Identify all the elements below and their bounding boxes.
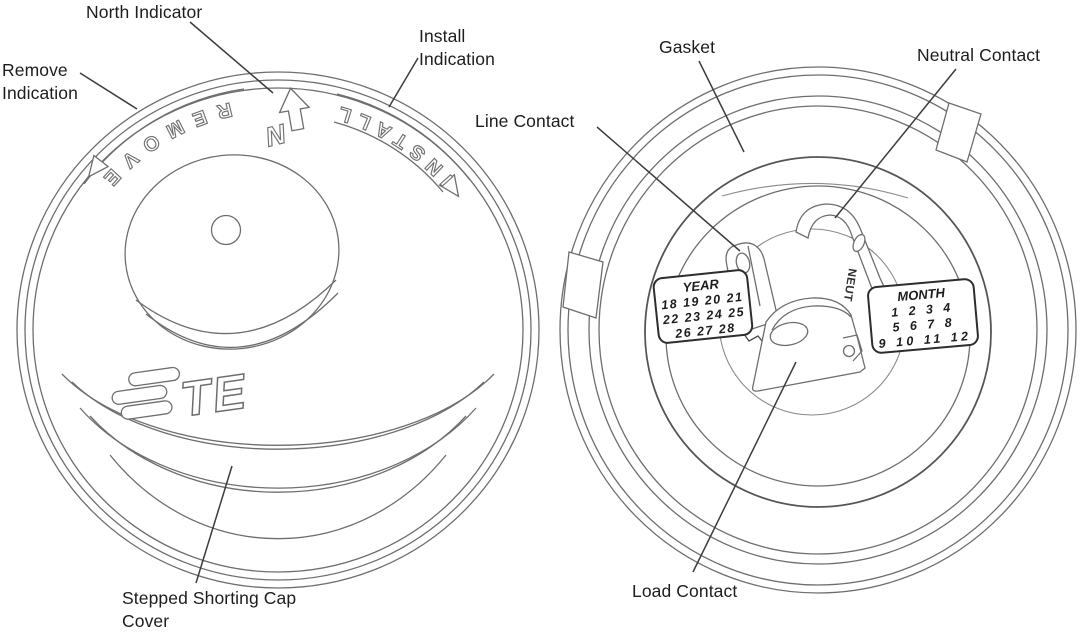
bowl-shading-arc bbox=[721, 182, 909, 199]
install-arc-marking: INSTALL bbox=[333, 93, 471, 198]
step-rings bbox=[61, 373, 495, 540]
gasket-ring-inner bbox=[598, 105, 1038, 555]
leader-load-contact bbox=[692, 361, 797, 573]
left-cap-drawing: REMOVE INSTALL N TE bbox=[16, 71, 540, 589]
year-table: YEAR 18 19 20 21 22 23 24 25 26 27 28 bbox=[652, 269, 754, 344]
remove-marking-text: REMOVE bbox=[99, 97, 235, 189]
north-arrow-icon bbox=[278, 87, 311, 132]
neutral-contact-hole bbox=[852, 233, 866, 253]
leader-gasket bbox=[698, 60, 745, 153]
underside-outer-rim bbox=[559, 66, 1077, 594]
remove-direction-arrow bbox=[87, 154, 110, 179]
leader-install-indication bbox=[388, 57, 419, 108]
dome-skirt-arc bbox=[135, 279, 337, 335]
leader-north-indicator bbox=[189, 21, 274, 94]
label-line-contact: Line Contact bbox=[475, 111, 575, 131]
month-table: MONTH 1 2 3 4 5 6 7 8 9 10 11 12 bbox=[867, 278, 979, 354]
underside-rim-line-2 bbox=[567, 74, 1069, 586]
label-remove-indication: Remove Indication bbox=[2, 60, 78, 103]
leader-remove-indication bbox=[79, 72, 138, 110]
neut-stamp-text: NEUT bbox=[841, 268, 858, 303]
month-table-title: MONTH bbox=[897, 285, 946, 304]
dome-center-button bbox=[210, 214, 242, 246]
month-table-border bbox=[867, 278, 979, 354]
label-neutral-contact: Neutral Contact bbox=[917, 45, 1041, 65]
install-marking-text: INSTALL bbox=[335, 101, 457, 190]
cap-rim-line-2 bbox=[24, 79, 532, 581]
te-logo-bar-3 bbox=[120, 400, 173, 420]
load-contact-rivet bbox=[842, 344, 856, 358]
month-row-1: 1 2 3 4 bbox=[891, 300, 955, 319]
leader-neutral-contact bbox=[834, 68, 957, 219]
leader-lines bbox=[79, 21, 957, 584]
rim-notch-left bbox=[562, 251, 604, 319]
month-row-2: 5 6 7 8 bbox=[892, 315, 956, 334]
label-north-indicator: North Indicator bbox=[86, 2, 203, 22]
label-load-contact: Load Contact bbox=[632, 581, 738, 601]
dome-skirt-arc-2 bbox=[145, 292, 339, 349]
year-table-title: YEAR bbox=[682, 276, 720, 295]
right-cap-drawing: NEUT YEAR 18 19 20 21 22 23 24 25 26 27 … bbox=[559, 66, 1077, 594]
te-logo: TE bbox=[111, 364, 252, 428]
install-direction-arrow bbox=[438, 173, 460, 198]
north-letter: N bbox=[262, 119, 289, 153]
year-row-3: 26 27 28 bbox=[674, 321, 737, 341]
te-logo-bar-1 bbox=[128, 366, 181, 387]
te-logo-text: TE bbox=[177, 365, 250, 428]
label-stepped-cover: Stepped Shorting Cap Cover bbox=[122, 588, 297, 631]
label-gasket: Gasket bbox=[659, 37, 716, 57]
bowl-edge bbox=[644, 156, 992, 508]
leader-line-contact bbox=[596, 126, 741, 252]
north-indicator-marking: N bbox=[262, 87, 311, 153]
label-install-indication: Install Indication bbox=[419, 26, 495, 69]
remove-arc-marking: REMOVE bbox=[83, 88, 245, 190]
rim-notch-right bbox=[935, 102, 982, 163]
load-contact-hole bbox=[769, 321, 809, 347]
cap-outer-rim bbox=[16, 71, 540, 589]
cap-face-edge bbox=[32, 87, 524, 573]
load-contact bbox=[751, 297, 866, 392]
svg-text:INSTALL: INSTALL bbox=[336, 102, 457, 189]
cap-dome bbox=[124, 154, 340, 350]
te-logo-bar-2 bbox=[111, 384, 168, 405]
leader-stepped-cover bbox=[195, 465, 233, 584]
gasket-ring-outer bbox=[588, 95, 1048, 565]
year-table-border bbox=[652, 269, 754, 344]
svg-text:REMOVE: REMOVE bbox=[99, 98, 234, 189]
